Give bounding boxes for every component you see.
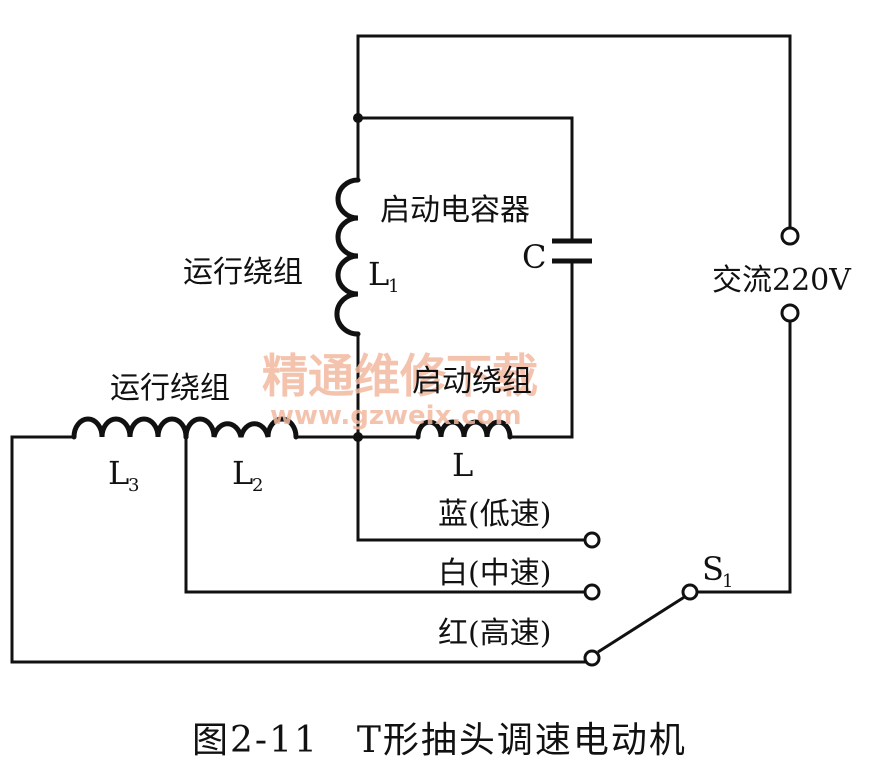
- label-run-winding-upper: 运行绕组: [183, 255, 303, 290]
- wire-capacitor-bottom: [510, 262, 574, 439]
- label-l3: L: [108, 454, 129, 492]
- label-l1-sub: 1: [388, 276, 399, 297]
- label-start-winding: 启动绕组: [412, 364, 532, 399]
- label-capacitor-c: C: [522, 238, 546, 276]
- terminal-blue-low: [583, 531, 601, 549]
- wire-white-mid: [184, 437, 588, 594]
- coil-l1: [334, 177, 361, 337]
- label-l1: L: [368, 255, 389, 293]
- terminal-switch-pivot: [681, 583, 699, 601]
- terminal-white-mid: [583, 583, 601, 601]
- junction-t-node: [353, 432, 363, 442]
- label-l-start: L: [452, 446, 473, 484]
- wires: [10, 34, 792, 664]
- label-ac-supply: 交流220V: [712, 263, 852, 298]
- junctions: [353, 113, 363, 442]
- wire-blue-low: [356, 437, 588, 542]
- label-s1-sub: 1: [722, 571, 733, 592]
- figure-caption: 图2-11 T形抽头调速电动机: [192, 720, 687, 761]
- watermark-text: 精通维修下载: [262, 349, 538, 403]
- label-l2-sub: 2: [252, 475, 263, 496]
- terminal-ac-top: [780, 226, 800, 246]
- watermark-url: www.gzweix.com: [270, 401, 522, 431]
- switch-blade: [597, 594, 687, 654]
- coil-l3: [71, 416, 189, 440]
- coils: [71, 177, 513, 440]
- wire-supply-to-switch: [698, 321, 792, 594]
- terminal-ac-bottom: [780, 303, 800, 323]
- label-s1: S: [702, 550, 724, 588]
- label-l3-sub: 3: [128, 475, 139, 496]
- label-red-high: 红(高速): [438, 616, 551, 651]
- label-start-capacitor: 启动电容器: [380, 193, 530, 228]
- capacitor-c: [552, 238, 592, 264]
- label-white-mid: 白(中速): [438, 556, 551, 591]
- coil-l-start: [415, 419, 513, 440]
- wire-capacitor-top: [358, 116, 574, 240]
- labels: 启动电容器 C 运行绕组 L 1 交流220V 启动绕组 运行绕组 L 3 L …: [108, 193, 852, 761]
- label-run-winding-lower: 运行绕组: [110, 371, 230, 406]
- junction-top: [353, 113, 363, 123]
- terminal-red-high: [583, 649, 601, 667]
- wire-top-supply: [356, 34, 792, 228]
- terminals: [583, 226, 800, 667]
- watermark: 精通维修下载 www.gzweix.com: [262, 349, 538, 431]
- label-l2: L: [232, 454, 253, 492]
- coil-l2: [183, 416, 299, 440]
- label-blue-low: 蓝(低速): [438, 497, 551, 532]
- wire-red-high: [10, 435, 588, 664]
